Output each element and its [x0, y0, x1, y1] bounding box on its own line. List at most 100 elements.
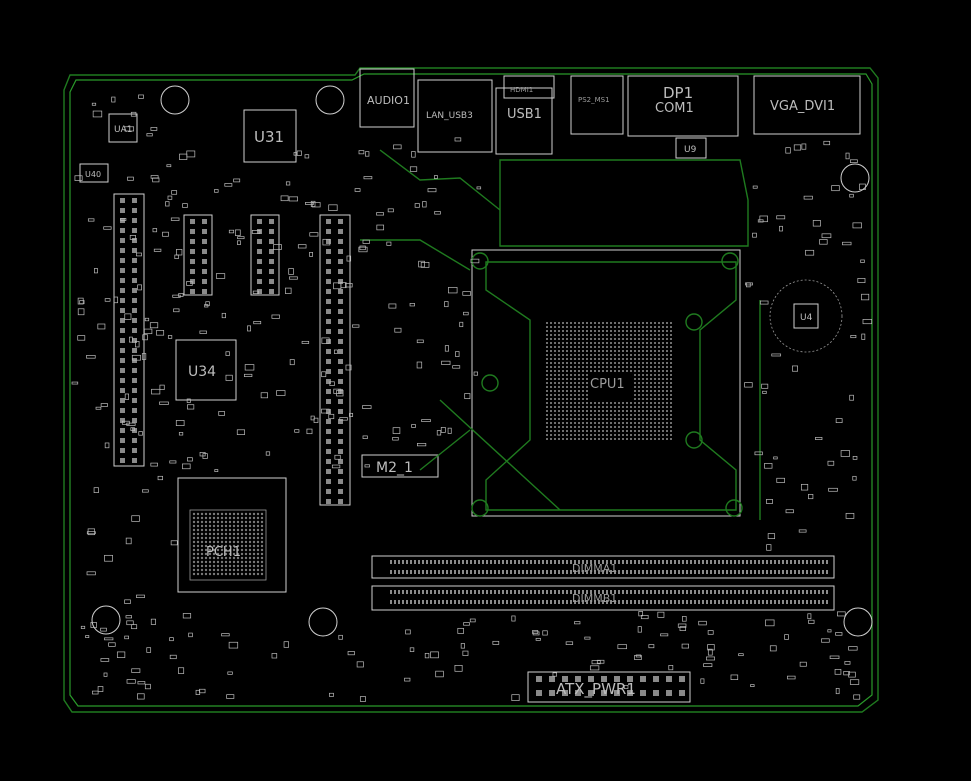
cpu-pin — [546, 346, 548, 348]
pch-ball — [256, 556, 260, 560]
dimm-pin — [562, 600, 564, 604]
smd-part — [97, 686, 104, 692]
dimm-pin — [750, 590, 752, 594]
dimm-pin — [746, 600, 748, 604]
cpu-pin — [666, 370, 668, 372]
cpu-pin — [646, 382, 648, 384]
dimm-pin — [406, 570, 408, 574]
cpu-pin — [550, 426, 552, 428]
cpu-pin — [614, 426, 616, 428]
pch-ball — [200, 512, 204, 516]
cpu-pin — [642, 422, 644, 424]
header-pin — [338, 359, 343, 364]
pch-ball — [204, 572, 208, 576]
cpu-pin — [634, 394, 636, 396]
cpu-pin — [546, 430, 548, 432]
u4-chip — [793, 303, 819, 329]
dimm-pin — [398, 590, 400, 594]
cpu-pin — [646, 338, 648, 340]
smd-part — [845, 152, 850, 160]
cpu-pin — [654, 342, 656, 344]
dimm-pin — [526, 590, 528, 594]
pch-ball — [252, 572, 256, 576]
smd-part — [457, 627, 464, 634]
dimm-pin — [646, 600, 648, 604]
pch-ball — [200, 544, 204, 548]
pch-ball — [216, 524, 220, 528]
dimm-pin — [790, 600, 792, 604]
pch-ball — [232, 540, 236, 544]
dimm-pin — [458, 570, 460, 574]
smd-part — [815, 437, 823, 440]
cpu-pin — [550, 414, 552, 416]
dimm-pin — [654, 570, 656, 574]
cpu-pin — [550, 418, 552, 420]
smd-part — [159, 401, 169, 405]
smd-part — [807, 613, 812, 620]
cpu-pin — [650, 346, 652, 348]
cpu-pin — [582, 438, 584, 440]
dimm-pin — [758, 600, 760, 604]
pch-ball — [200, 524, 204, 528]
cpu-pin — [562, 326, 564, 328]
cpu-pin — [634, 390, 636, 392]
dimm-pin — [718, 590, 720, 594]
dimm-pin — [522, 600, 524, 604]
dimm-pin — [510, 590, 512, 594]
cpu-pin — [670, 354, 672, 356]
cpu-pin — [670, 322, 672, 324]
smd-part — [448, 287, 458, 294]
header-strip-mid3 — [319, 214, 351, 506]
cpu-pin — [586, 438, 588, 440]
smd-part — [617, 644, 627, 650]
atx-pin — [601, 690, 607, 696]
cpu-pin — [582, 370, 584, 372]
dimm-pin — [710, 600, 712, 604]
pch-ball — [260, 516, 264, 520]
smd-part — [178, 432, 184, 436]
dimm-pin — [686, 570, 688, 574]
cpu-pin — [578, 346, 580, 348]
cpu-pin — [630, 354, 632, 356]
cpu-pin — [602, 354, 604, 356]
header-pin — [326, 289, 331, 294]
pch-ball — [204, 564, 208, 568]
cpu-pin — [666, 374, 668, 376]
dimm-pin — [750, 570, 752, 574]
cpu-pin — [558, 338, 560, 340]
board-outline — [63, 67, 879, 713]
dimm-pin — [770, 560, 772, 564]
dimm-pin — [562, 560, 564, 564]
dimm-pin — [610, 560, 612, 564]
smd-part — [92, 690, 99, 695]
cpu-pin — [650, 342, 652, 344]
cpu-pin — [598, 354, 600, 356]
left-components: UA1 U40 U31 U34 — [79, 109, 351, 506]
header-pin — [202, 259, 207, 264]
smd-part — [409, 647, 415, 652]
dimm-pin — [538, 560, 540, 564]
smd-part — [848, 646, 858, 651]
cpu-pin — [550, 378, 552, 380]
usb-connector — [495, 87, 553, 155]
cpu-pin — [546, 402, 548, 404]
cpu-pin — [598, 418, 600, 420]
smd-part — [199, 452, 206, 457]
cpu-pin — [550, 390, 552, 392]
pch-ball — [228, 572, 232, 576]
smd-part — [648, 644, 655, 649]
dimm-pin — [742, 570, 744, 574]
cpu-pin — [650, 330, 652, 332]
dimm-pin — [554, 560, 556, 564]
cpu-pin — [630, 370, 632, 372]
cpu-pin — [578, 338, 580, 340]
dimm-pin — [494, 570, 496, 574]
pch-ball — [196, 516, 200, 520]
cpu-pin — [642, 378, 644, 380]
pch-ball — [236, 540, 240, 544]
cpu-pin — [658, 334, 660, 336]
dimm-pin — [706, 600, 708, 604]
header-pin — [120, 268, 125, 273]
mount-hole-mc — [308, 607, 338, 637]
smd-part — [668, 665, 674, 671]
